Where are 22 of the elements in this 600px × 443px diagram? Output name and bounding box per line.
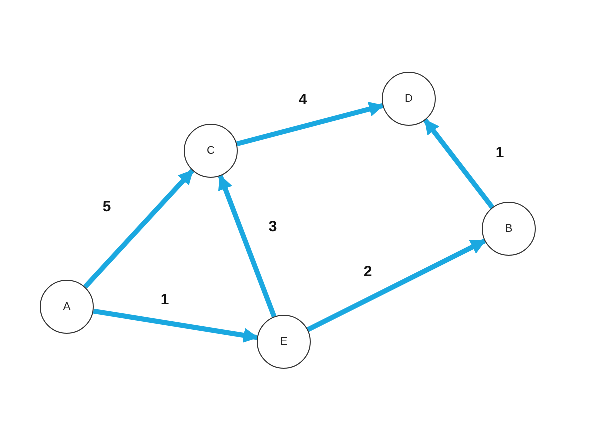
arrow	[423, 118, 495, 210]
edge-label: 3	[268, 220, 278, 234]
edge-label: 5	[102, 200, 112, 214]
node-circle	[40, 280, 94, 334]
arrow	[307, 238, 486, 332]
node-circle	[184, 124, 238, 178]
edge-label: 1	[160, 292, 170, 308]
edge-label: 1	[496, 146, 504, 160]
edge-label: 4	[298, 92, 308, 108]
arrow	[236, 102, 384, 147]
arrow	[218, 174, 277, 318]
node-circle	[482, 202, 536, 256]
node-label: C	[207, 145, 215, 157]
arrow	[93, 308, 259, 343]
node-label: E	[280, 336, 288, 348]
node-label: B	[505, 223, 513, 235]
edge-label: 2	[364, 264, 372, 280]
node-circle	[257, 315, 311, 369]
node-label: A	[63, 301, 71, 313]
arrow	[83, 169, 195, 289]
node-circle	[382, 72, 436, 126]
node-label: D	[405, 93, 413, 105]
